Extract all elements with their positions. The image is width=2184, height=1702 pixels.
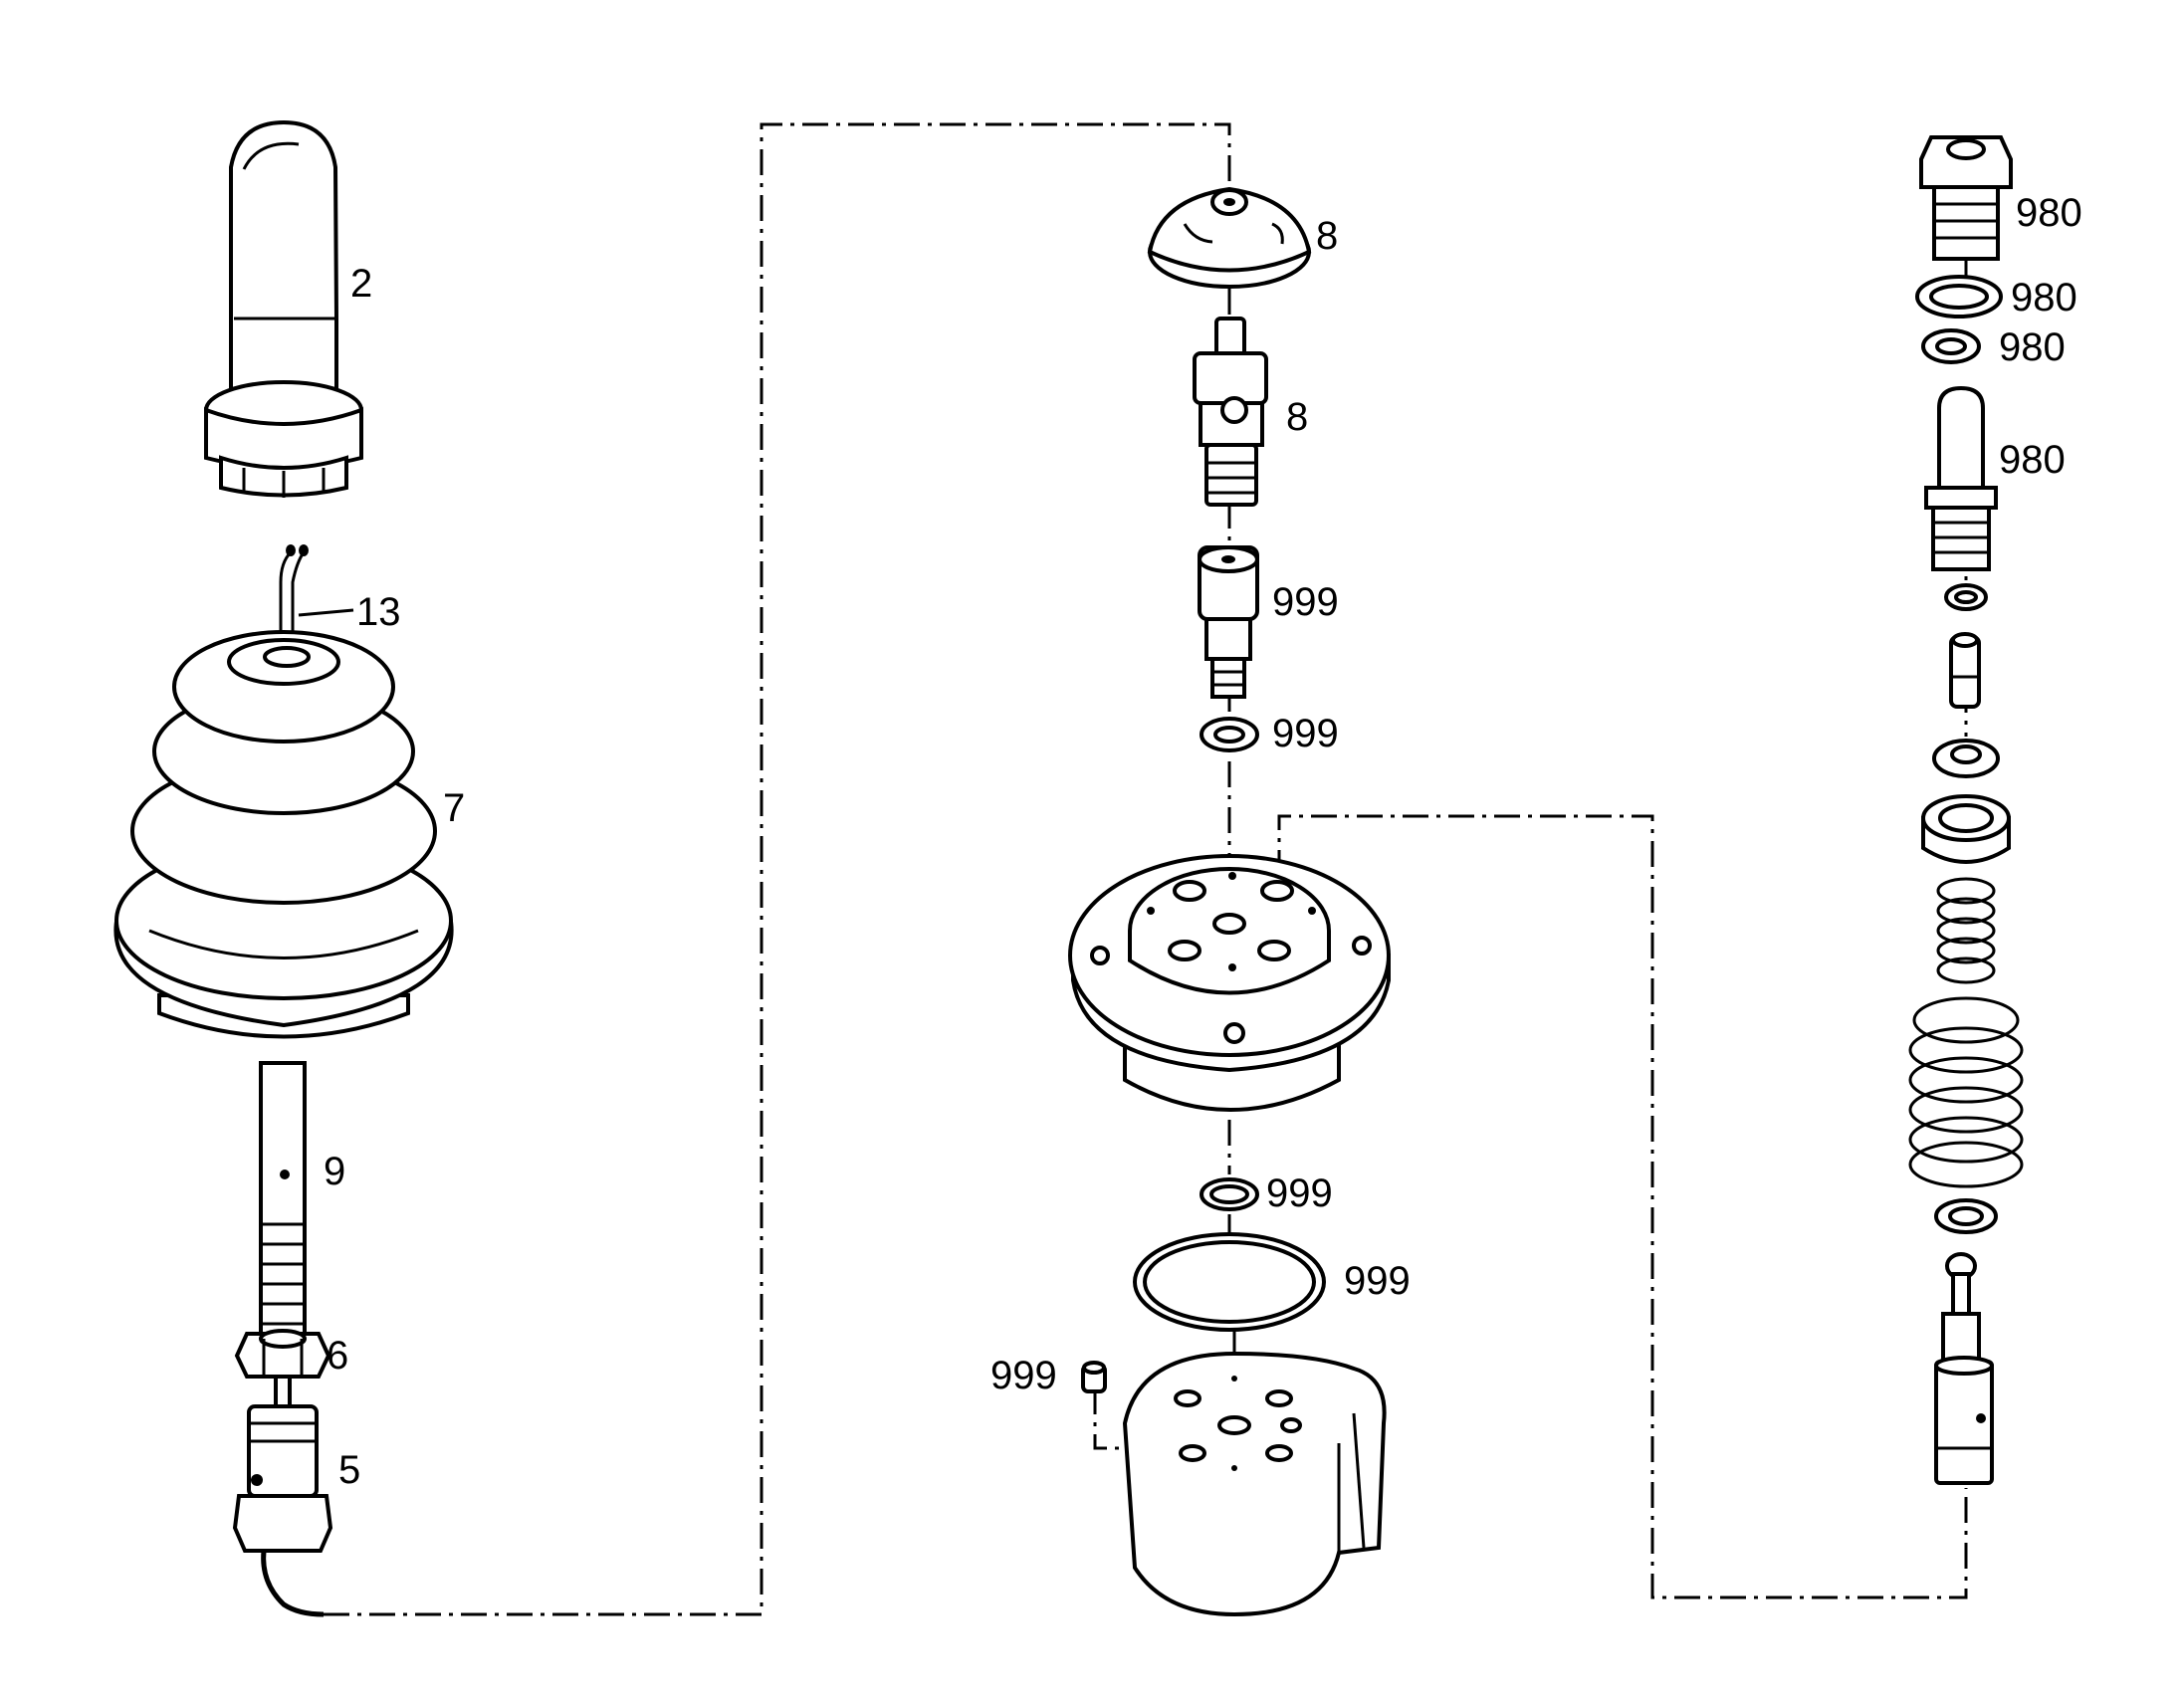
cap-part	[1147, 186, 1312, 289]
small-pin-part	[1949, 632, 1981, 709]
handle-part	[204, 119, 363, 498]
label-handle: 2	[350, 262, 372, 306]
ujoint-part	[1193, 317, 1268, 507]
large-spring-part	[1908, 996, 2024, 1188]
pin-part	[1081, 1361, 1107, 1393]
label-plunger: 999	[1272, 580, 1339, 624]
plunger-part	[1198, 545, 1259, 699]
connector-part	[232, 1375, 333, 1617]
label-rod: 9	[324, 1150, 345, 1193]
oring-small-part	[1200, 1177, 1259, 1211]
label-ujoint: 8	[1286, 395, 1308, 439]
small-washer-part	[1944, 583, 1988, 611]
oring-large-part	[1133, 1232, 1326, 1332]
ring-a-part	[1915, 275, 2003, 319]
plug-part	[1919, 135, 2013, 261]
label-ring-a: 980	[2011, 276, 2077, 319]
cable-wires	[279, 544, 354, 657]
housing-part	[1068, 854, 1391, 1112]
small-spring-part	[1936, 877, 1996, 984]
label-cap: 8	[1316, 214, 1338, 258]
piston-part	[1934, 1252, 1994, 1485]
label-cable: 13	[356, 590, 401, 634]
label-connector: 5	[338, 1448, 360, 1492]
base-part	[1122, 1351, 1387, 1617]
spring-seat-part	[1932, 739, 2000, 778]
ring-b-part	[1921, 328, 1981, 364]
label-pin: 999	[990, 1354, 1057, 1397]
label-oring-small: 999	[1266, 1171, 1333, 1215]
sleeve-part	[1921, 794, 2011, 864]
part-labels: 2 13 7 9 6 5 8 8 999 999 999 999 999 980…	[324, 191, 2082, 1492]
rod-part	[259, 1061, 307, 1336]
rubber-boot	[113, 630, 454, 1039]
spool-part	[1924, 385, 1998, 571]
nut-part	[234, 1329, 331, 1379]
label-boot: 7	[443, 786, 465, 830]
label-spool: 980	[1999, 438, 2066, 482]
label-oring-large: 999	[1344, 1259, 1411, 1303]
label-plug: 980	[2016, 191, 2082, 235]
label-ring-b: 980	[1999, 325, 2066, 369]
label-washer-top: 999	[1272, 712, 1339, 755]
washer-top-part	[1200, 717, 1259, 752]
bottom-washer-part	[1934, 1198, 1998, 1234]
label-nut: 6	[327, 1334, 348, 1378]
